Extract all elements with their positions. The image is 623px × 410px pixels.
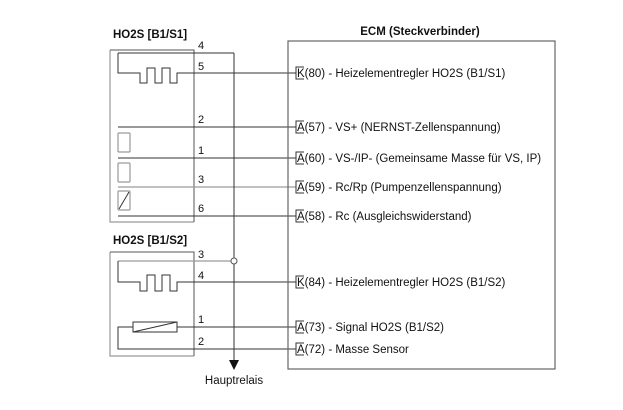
ecm-terminal: A(72) - Masse Sensor: [295, 342, 409, 356]
sensor2-pin-label: 1: [198, 314, 204, 326]
arrow-down-icon: [229, 360, 239, 370]
ecm-terminal: A(58) - Rc (Ausgleichswiderstand): [295, 209, 472, 223]
connector-bracket-icon: [295, 66, 304, 80]
connector-bracket-icon: [295, 209, 304, 223]
ecm-terminal-label: A(60) - VS-/IP- (Gemeinsame Masse für VS…: [297, 153, 541, 165]
sensor1-resistor-icon: [117, 190, 131, 211]
sensor1-pin-label: 2: [198, 114, 204, 126]
ecm-terminal-label: A(58) - Rc (Ausgleichswiderstand): [297, 211, 472, 223]
sensor1-pump-cell-icon: [117, 162, 131, 183]
sensor2-heater-icon: [117, 260, 232, 292]
ecm-terminal: A(59) - Rc/Rp (Pumpenzellenspannung): [295, 180, 502, 194]
sensor1-pin-label: 3: [198, 174, 204, 186]
sensor1-housing: [109, 49, 195, 223]
sensor1-pin-label: 5: [198, 61, 204, 73]
ecm-terminal: K(80) - Heizelementregler HO2S (B1/S1): [295, 66, 506, 80]
sensor2-pin-label: 4: [198, 270, 204, 282]
ecm-terminal-label: A(57) - VS+ (NERNST-Zellenspannung): [297, 122, 501, 134]
sensor2-pin-label: 2: [198, 336, 204, 348]
sensor1-heater-icon: [117, 52, 234, 84]
sensor2-pin-label: 3: [198, 249, 204, 261]
ecm-terminal-label: K(80) - Heizelementregler HO2S (B1/S1): [297, 68, 506, 80]
ecm-terminal-label: A(73) - Signal HO2S (B1/S2): [297, 322, 444, 334]
ecm-terminal: K(84) - Heizelementregler HO2S (B1/S2): [295, 275, 506, 289]
relay-label: Hauptrelais: [205, 375, 263, 387]
sensor1-nernst-cell-icon: [117, 132, 131, 153]
ecm-terminal: A(57) - VS+ (NERNST-Zellenspannung): [295, 120, 501, 134]
ecm-terminal-label: A(72) - Masse Sensor: [297, 344, 409, 356]
ecm-terminal: A(60) - VS-/IP- (Gemeinsame Masse für VS…: [295, 151, 541, 165]
ecm-box: [287, 40, 556, 370]
sensor2-title: HO2S [B1/S2]: [113, 235, 187, 247]
sensor1-title: HO2S [B1/S1]: [113, 29, 187, 41]
junction-point-icon: [230, 257, 238, 265]
sensor1-pin-label: 6: [198, 203, 204, 215]
connector-bracket-icon: [295, 151, 304, 165]
ecm-terminal-label: A(59) - Rc/Rp (Pumpenzellenspannung): [297, 182, 502, 194]
connector-bracket-icon: [295, 342, 304, 356]
connector-bracket-icon: [295, 180, 304, 194]
sensor2-housing: [109, 251, 195, 357]
connector-bracket-icon: [295, 120, 304, 134]
connector-bracket-icon: [295, 275, 304, 289]
sensor2-signal-element-icon: [117, 321, 296, 350]
ecm-terminal-label: K(84) - Heizelementregler HO2S (B1/S2): [297, 277, 506, 289]
sensor1-pin-label: 4: [198, 40, 204, 52]
sensor1-pin-label: 1: [198, 145, 204, 157]
ecm-terminal: A(73) - Signal HO2S (B1/S2): [295, 320, 444, 334]
ecm-title: ECM (Steckverbinder): [360, 26, 480, 38]
connector-bracket-icon: [295, 320, 304, 334]
